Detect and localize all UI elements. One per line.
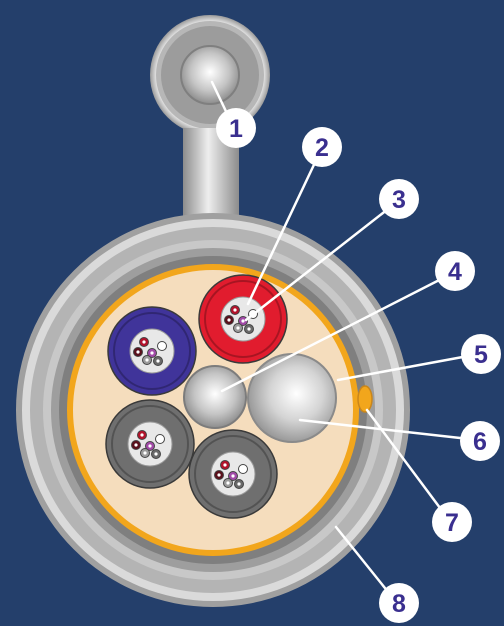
callout-8-label: 8 (392, 590, 406, 618)
callout-5-label: 5 (474, 341, 488, 369)
callout-4-label: 4 (448, 258, 462, 286)
callout-6: 6 (460, 421, 500, 461)
callout-7: 7 (432, 502, 472, 542)
subunit-gray-1 (106, 400, 194, 488)
callout-1-label: 1 (229, 115, 243, 143)
central-strength-member (184, 366, 246, 428)
subunit-red (199, 275, 287, 363)
messenger-wire (181, 46, 239, 104)
callout-2: 2 (302, 127, 342, 167)
subunit-gray-2 (189, 430, 277, 518)
ripcord (358, 386, 372, 412)
callout-7-label: 7 (445, 509, 459, 537)
callout-3-label: 3 (392, 186, 406, 214)
filler-rod (248, 354, 336, 442)
subunit-purple (108, 307, 196, 395)
callout-1: 1 (216, 108, 256, 148)
callout-4: 4 (435, 251, 475, 291)
callout-5: 5 (461, 334, 501, 374)
callout-3: 3 (379, 179, 419, 219)
callout-6-label: 6 (473, 428, 487, 456)
callout-8: 8 (379, 583, 419, 623)
callout-2-label: 2 (315, 134, 329, 162)
